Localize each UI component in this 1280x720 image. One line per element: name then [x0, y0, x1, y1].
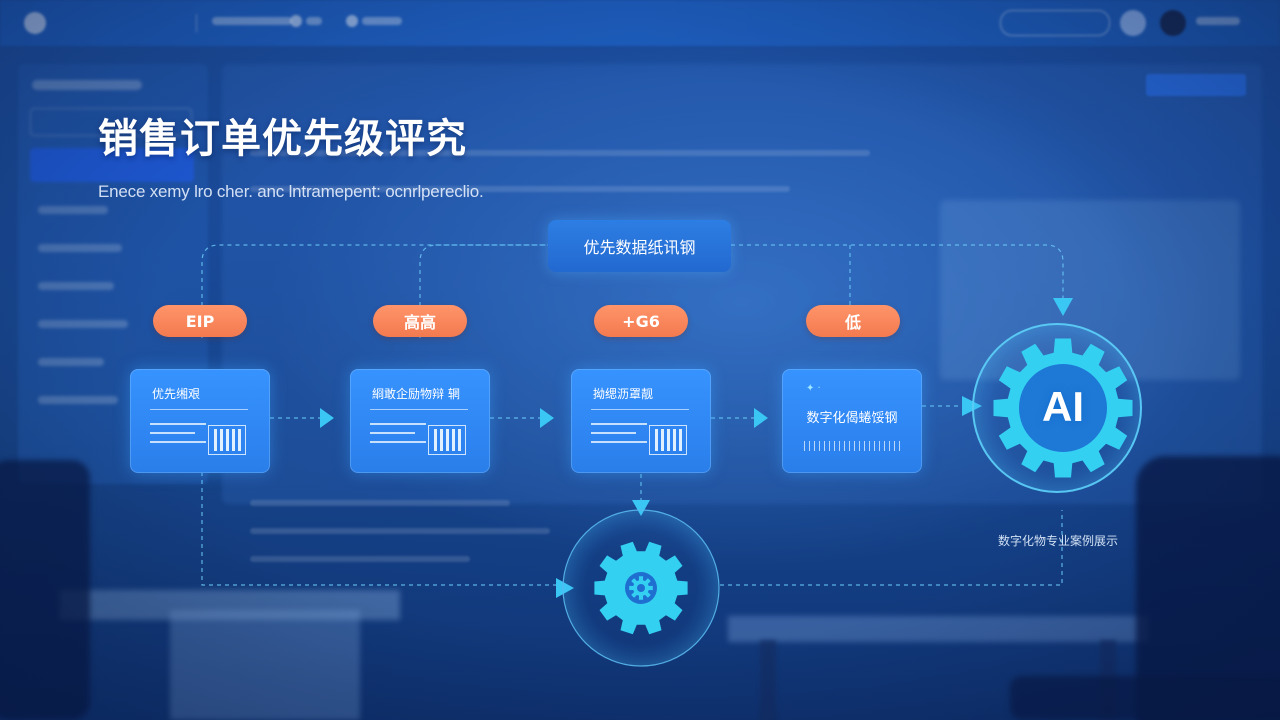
card-text-lines	[150, 423, 206, 450]
arrow-icon	[962, 396, 982, 416]
background-chair	[0, 460, 90, 720]
background-text	[212, 17, 292, 25]
priority-pill-1: EIP	[153, 305, 247, 337]
central-gear-axle	[637, 584, 645, 592]
card-label: 綗敢企励物辩 辋	[372, 387, 460, 401]
priority-pill-2: 高高	[373, 305, 467, 337]
background-text	[362, 17, 402, 25]
ai-gear-hub	[1019, 364, 1107, 452]
connector-line	[419, 244, 548, 338]
connector-line	[201, 244, 548, 338]
background-text	[38, 282, 114, 290]
card-divider	[370, 409, 468, 410]
process-card-1: 优先缃艰	[130, 369, 270, 473]
background-cabinet	[170, 610, 360, 720]
background-search-pill	[1000, 10, 1110, 36]
bar-chart-icon	[428, 425, 466, 455]
background-avatar	[1120, 10, 1146, 36]
ai-gear-icon	[993, 338, 1133, 478]
background-text	[250, 186, 790, 192]
bar-chart-icon	[649, 425, 687, 455]
process-card-4: ✦ · 数字化偈蜷馁钢	[782, 369, 922, 473]
priority-pill-4: 低	[806, 305, 900, 337]
sparkle-icon: ✦ ·	[806, 383, 821, 394]
card-divider	[150, 409, 248, 410]
card-text-lines	[370, 423, 426, 450]
tick-scale	[804, 441, 900, 451]
background-text	[250, 528, 550, 534]
card-text-lines	[591, 423, 647, 450]
card-label: 拗缌沥罩靓	[593, 387, 654, 401]
background-avatar	[1160, 10, 1186, 36]
process-card-2: 綗敢企励物辩 辋	[350, 369, 490, 473]
background-table	[728, 616, 1148, 642]
background-active-item	[30, 148, 194, 182]
background-dot-icon	[290, 15, 302, 27]
background-dot-icon	[346, 15, 358, 27]
ai-caption: 数字化物专业案例展示	[998, 534, 1119, 548]
background-text	[250, 556, 470, 562]
card-divider	[591, 409, 689, 410]
arrow-icon	[1053, 298, 1073, 316]
background-text	[38, 358, 104, 366]
background-text	[38, 244, 122, 252]
background-search	[30, 108, 192, 136]
arrow-icon	[540, 408, 554, 428]
background-text	[32, 80, 142, 90]
arrow-icon	[320, 408, 334, 428]
process-card-3: 拗缌沥罩靓	[571, 369, 711, 473]
background-button	[1146, 74, 1246, 96]
arrow-icon	[754, 408, 768, 428]
background-desk	[60, 590, 400, 620]
background-text	[38, 396, 118, 404]
background-text	[250, 150, 870, 156]
background-text	[38, 320, 128, 328]
arrow-icon	[632, 500, 650, 516]
background-divider	[196, 14, 197, 32]
connector-line	[720, 510, 1063, 586]
card-label: 数字化偈蜷馁钢	[806, 411, 898, 426]
background-text	[306, 17, 322, 25]
priority-pill-3: +G6	[594, 305, 688, 337]
background-logo-icon	[24, 12, 46, 34]
background-text	[1196, 17, 1240, 25]
page-title: 销售订单优先级评究	[98, 116, 467, 162]
page-subtitle: Enece xemy lro cher. anc lntramepent: oc…	[98, 182, 484, 201]
background-table-leg	[760, 640, 776, 720]
priority-data-node: 优先数据纸讯钢	[548, 220, 731, 272]
background-chair-seat	[1010, 676, 1280, 720]
connector-line	[731, 244, 1064, 302]
background-text	[250, 500, 510, 506]
background-topbar	[0, 0, 1280, 46]
connector-line	[201, 472, 556, 586]
central-gear-icon	[594, 541, 688, 635]
card-label: 优先缃艰	[152, 387, 201, 401]
background-text	[38, 206, 108, 214]
ai-badge: AI	[1042, 383, 1084, 430]
bar-chart-icon	[208, 425, 246, 455]
